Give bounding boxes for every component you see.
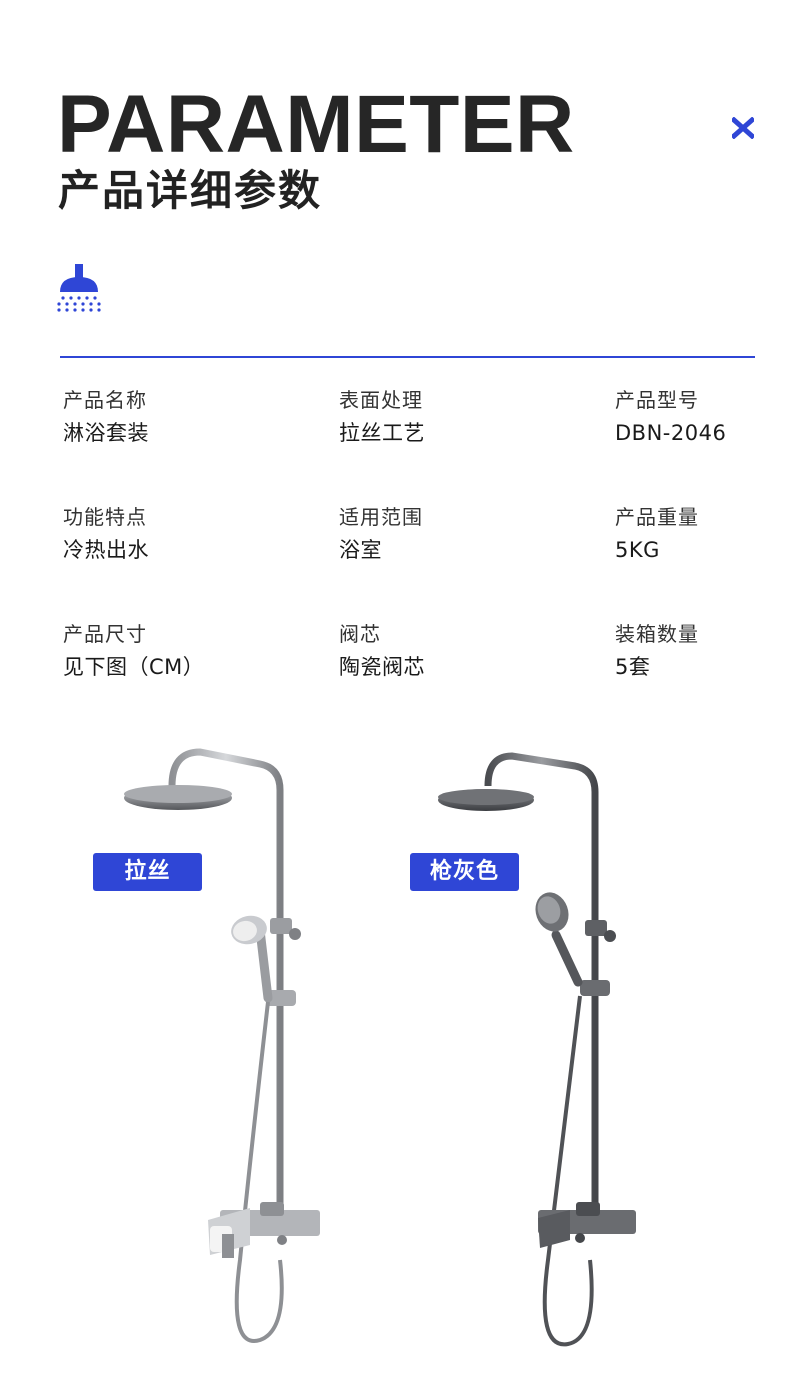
page-title-cn: 产品详细参数 (58, 166, 323, 215)
spec-item: 产品型号 DBN-2046 (615, 386, 726, 448)
spec-value: 5KG (615, 538, 660, 562)
spec-item: 产品尺寸 见下图（CM） (63, 620, 204, 682)
spec-label: 功能特点 (63, 505, 147, 529)
spec-label: 阀芯 (339, 622, 381, 646)
spec-label: 产品名称 (63, 388, 147, 412)
page-title-en: PARAMETER (57, 79, 575, 170)
section-divider (60, 356, 755, 358)
spec-item: 产品重量 5KG (615, 503, 699, 565)
spec-item: 功能特点 冷热出水 (63, 503, 149, 565)
spec-label: 表面处理 (339, 388, 423, 412)
spec-row: 功能特点 冷热出水 适用范围 浴室 产品重量 5KG (63, 503, 763, 620)
spec-label: 产品重量 (615, 505, 699, 529)
x-mark-icon[interactable] (732, 117, 754, 139)
spec-value: 见下图（CM） (63, 655, 205, 679)
spec-value: 陶瓷阀芯 (339, 655, 425, 679)
spec-item: 产品名称 淋浴套装 (63, 386, 149, 448)
spec-row: 产品尺寸 见下图（CM） 阀芯 陶瓷阀芯 装箱数量 5套 (63, 620, 763, 737)
spec-value: 淋浴套装 (63, 421, 149, 445)
spec-item: 适用范围 浴室 (339, 503, 423, 565)
spec-value: DBN-2046 (615, 421, 727, 445)
spec-value: 浴室 (339, 538, 382, 562)
finish-badge-gunmetal: 枪灰色 (410, 853, 519, 891)
spec-item: 表面处理 拉丝工艺 (339, 386, 425, 448)
finish-badge-brushed: 拉丝 (93, 853, 202, 891)
spec-value: 拉丝工艺 (339, 421, 425, 445)
spec-item: 阀芯 陶瓷阀芯 (339, 620, 425, 682)
spec-item: 装箱数量 5套 (615, 620, 699, 682)
spec-value: 5套 (615, 655, 651, 679)
spec-label: 适用范围 (339, 505, 423, 529)
shower-set-brushed-image (124, 748, 320, 1343)
spec-label: 装箱数量 (615, 622, 699, 646)
spec-label: 产品型号 (615, 388, 699, 412)
spec-row: 产品名称 淋浴套装 表面处理 拉丝工艺 产品型号 DBN-2046 (63, 386, 763, 503)
spec-grid: 产品名称 淋浴套装 表面处理 拉丝工艺 产品型号 DBN-2046 功能特点 冷… (63, 386, 763, 737)
shower-set-gunmetal-image (438, 752, 636, 1347)
shower-head-icon (57, 264, 101, 312)
spec-value: 冷热出水 (63, 538, 149, 562)
spec-label: 产品尺寸 (63, 622, 147, 646)
